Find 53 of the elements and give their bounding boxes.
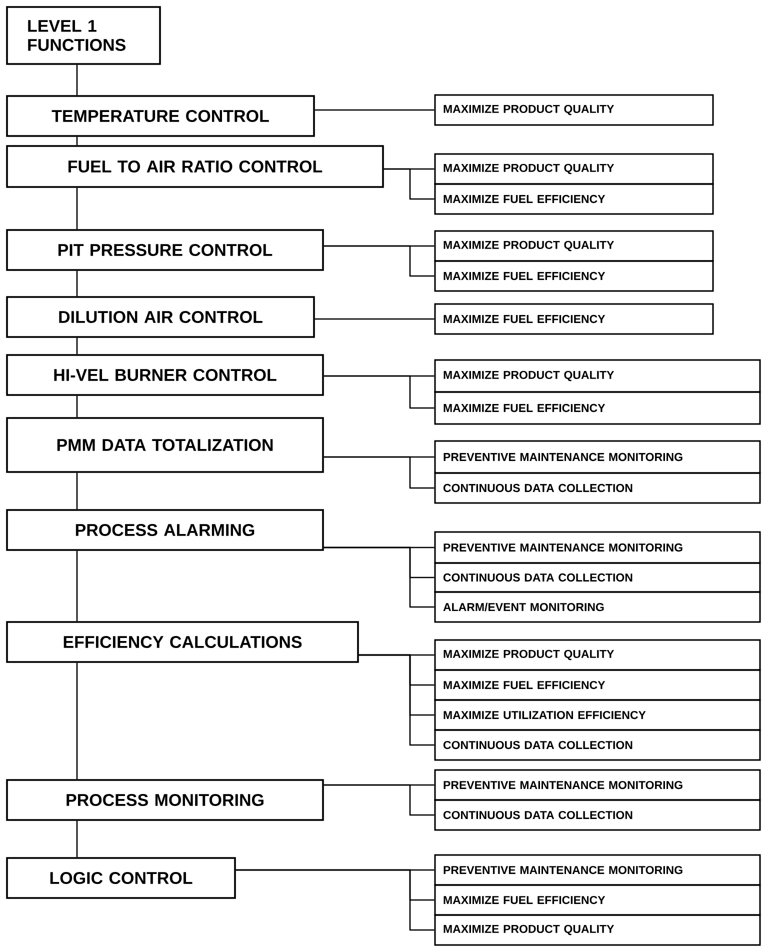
goal-box: MAXIMIZE FUEL EFFICIENCY <box>434 303 714 335</box>
connector-line <box>76 136 78 146</box>
function-box: LOGIC CONTROL <box>6 857 236 899</box>
goal-box: CONTINUOUS DATA COLLECTION <box>434 799 761 831</box>
goal-box: MAXIMIZE UTILIZATION EFFICIENCY <box>434 699 761 731</box>
goal-box: MAXIMIZE PRODUCT QUALITY <box>434 359 761 393</box>
goal-box: ALARM/EVENT MONITORING <box>434 591 761 623</box>
connector-line <box>358 654 434 746</box>
goal-box: CONTINUOUS DATA COLLECTION <box>434 472 761 504</box>
connector-line <box>76 338 78 354</box>
connector-line <box>324 375 434 409</box>
goal-box: MAXIMIZE PRODUCT QUALITY <box>434 230 714 262</box>
function-box: HI-VEL BURNER CONTROL <box>6 354 324 396</box>
function-box: TEMPERATURE CONTROL <box>6 95 315 137</box>
function-box: PIT PRESSURE CONTROL <box>6 229 324 271</box>
function-box: PMM DATA TOTALIZATION <box>6 417 324 473</box>
goal-box: MAXIMIZE PRODUCT QUALITY <box>434 153 714 185</box>
connector-line <box>76 188 78 230</box>
connector-line <box>314 109 434 111</box>
goal-box: PREVENTIVE MAINTENANCE MONITORING <box>434 531 761 564</box>
goal-box: MAXIMIZE FUEL EFFICIENCY <box>434 391 761 425</box>
title-box: LEVEL 1 FUNCTIONS <box>6 6 161 65</box>
goal-box: MAXIMIZE FUEL EFFICIENCY <box>434 183 714 215</box>
goal-box: PREVENTIVE MAINTENANCE MONITORING <box>434 440 761 474</box>
connector-line <box>76 270 78 296</box>
connector-line <box>76 820 78 858</box>
connector-line <box>324 456 434 489</box>
connector-line <box>324 784 434 816</box>
function-box: EFFICIENCY CALCULATIONS <box>6 621 359 663</box>
goal-box: CONTINUOUS DATA COLLECTION <box>434 729 761 761</box>
function-box: DILUTION AIR CONTROL <box>6 296 315 338</box>
goal-box: PREVENTIVE MAINTENANCE MONITORING <box>434 769 761 801</box>
connector-line <box>76 472 78 510</box>
connector-line <box>314 318 434 320</box>
connector-line <box>76 662 78 780</box>
connector-line <box>324 245 434 277</box>
connector-line <box>76 550 78 622</box>
goal-box: PREVENTIVE MAINTENANCE MONITORING <box>434 854 761 886</box>
goal-box: MAXIMIZE PRODUCT QUALITY <box>434 639 761 671</box>
connector-line <box>236 869 434 931</box>
goal-box: MAXIMIZE FUEL EFFICIENCY <box>434 669 761 701</box>
goal-box: MAXIMIZE PRODUCT QUALITY <box>434 914 761 946</box>
function-box: PROCESS MONITORING <box>6 779 324 821</box>
connector-line <box>76 396 78 418</box>
connector-line <box>76 64 78 96</box>
connector-line <box>324 546 434 608</box>
goal-box: MAXIMIZE FUEL EFFICIENCY <box>434 884 761 916</box>
function-box: PROCESS ALARMING <box>6 509 324 551</box>
function-box: FUEL TO AIR RATIO CONTROL <box>6 145 384 188</box>
goal-box: CONTINUOUS DATA COLLECTION <box>434 562 761 593</box>
goal-box: MAXIMIZE PRODUCT QUALITY <box>434 94 714 126</box>
connector-line <box>384 168 434 200</box>
goal-box: MAXIMIZE FUEL EFFICIENCY <box>434 260 714 292</box>
